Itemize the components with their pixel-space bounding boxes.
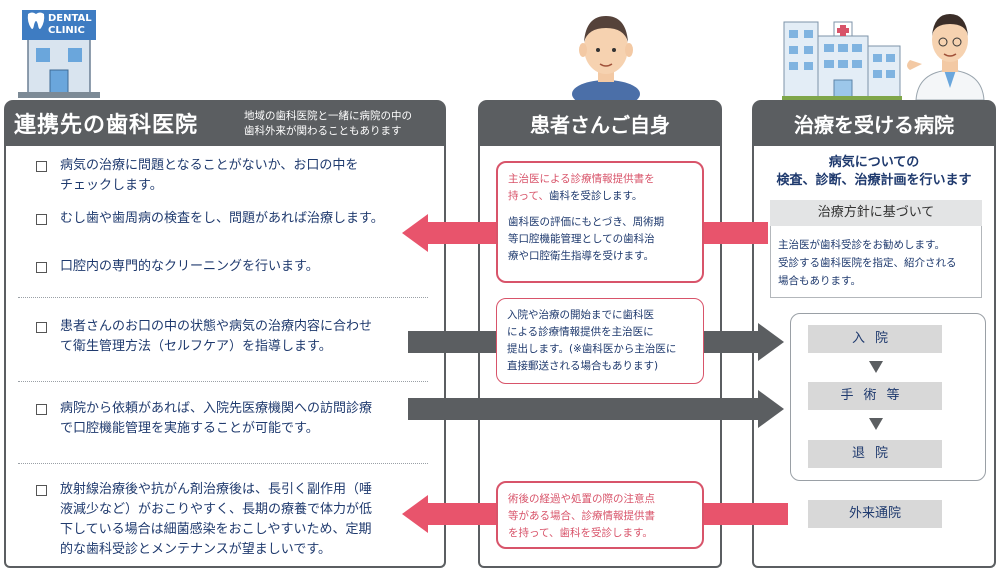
- clinic-panel-title: 連携先の歯科医院: [14, 113, 199, 138]
- clinic-item-4: 患者さんのお口の中の状態や病気の治療内容に合わせて衛生管理方法（セルフケア）を指…: [60, 319, 373, 354]
- step-surgery: 手術等: [808, 382, 942, 410]
- checkbox-icon: [36, 214, 47, 225]
- divider: [18, 297, 428, 298]
- clinic-panel-body: [4, 146, 446, 568]
- divider: [18, 381, 428, 382]
- patient-panel-header: 患者さんご自身: [478, 100, 722, 146]
- hospital-panel-header: 治療を受ける病院: [752, 100, 996, 146]
- doctor-illustration: [906, 8, 994, 101]
- clinic-panel-header: 連携先の歯科医院 地域の歯科医院と一緒に病院の中の 歯科外来が関わることもありま…: [4, 100, 446, 146]
- outpatient-box: 外来通院: [808, 500, 942, 528]
- clinic-panel-subtitle-line1: 地域の歯科医院と一緒に病院の中の: [244, 110, 412, 122]
- clinic-sign-line1: DENTAL: [48, 13, 92, 24]
- down-arrow-icon: [869, 418, 883, 430]
- checkbox-icon: [36, 485, 47, 496]
- visit-arrow-to-hospital: [408, 390, 784, 428]
- hospital-heading: 病気についての検査、診断、治療計画を行います: [776, 155, 972, 188]
- clinic-item-1: 病気の治療に問題となることがないか、お口の中をチェックします。: [60, 158, 359, 193]
- hospital-panel-title: 治療を受ける病院: [794, 113, 954, 137]
- divider: [18, 463, 428, 464]
- clinic-panel-subtitle-line2: 歯科外来が関わることもあります: [244, 125, 402, 137]
- step-discharge: 退院: [808, 440, 942, 468]
- patient-panel-title: 患者さんご自身: [530, 113, 670, 137]
- step-admission: 入院: [808, 325, 942, 353]
- checkbox-icon: [36, 161, 47, 172]
- dental-clinic-illustration: DENTAL CLINIC: [14, 6, 104, 99]
- policy-text: 主治医が歯科受診をお勧めします。受診する歯科医院を指定、紹介される場合もあります…: [778, 239, 957, 287]
- dental-report-box: 入院や治療の開始までに歯科医 による診療情報提供を主治医に 提出します。(※歯科…: [496, 298, 704, 384]
- clinic-item-6: 放射線治療後や抗がん剤治療後は、長引く副作用（唾液減少など）がおこりやすく、長期…: [60, 482, 373, 557]
- policy-header: 治療方針に基づいて: [770, 200, 982, 226]
- checkbox-icon: [36, 262, 47, 273]
- clinic-item-5: 病院から依頼があれば、入院先医療機関への訪問診療で口腔機能管理を実施することが可…: [60, 401, 373, 436]
- referral-info-box: 主治医による診療情報提供書を 持って、歯科を受診します。 歯科医の評価にもとづき…: [496, 161, 704, 283]
- clinic-item-3: 口腔内の専門的なクリーニングを行います。: [60, 259, 319, 274]
- clinic-sign-line2: CLINIC: [48, 25, 85, 36]
- clinic-item-2: むし歯や歯周病の検査をし、問題があれば治療します。: [60, 211, 384, 226]
- followup-info-box: 術後の経過や処置の際の注意点 等がある場合、診療情報提供書 を持って、歯科を受診…: [496, 481, 704, 549]
- checkbox-icon: [36, 404, 47, 415]
- checkbox-icon: [36, 322, 47, 333]
- hospital-building-illustration: [782, 12, 902, 101]
- down-arrow-icon: [869, 361, 883, 373]
